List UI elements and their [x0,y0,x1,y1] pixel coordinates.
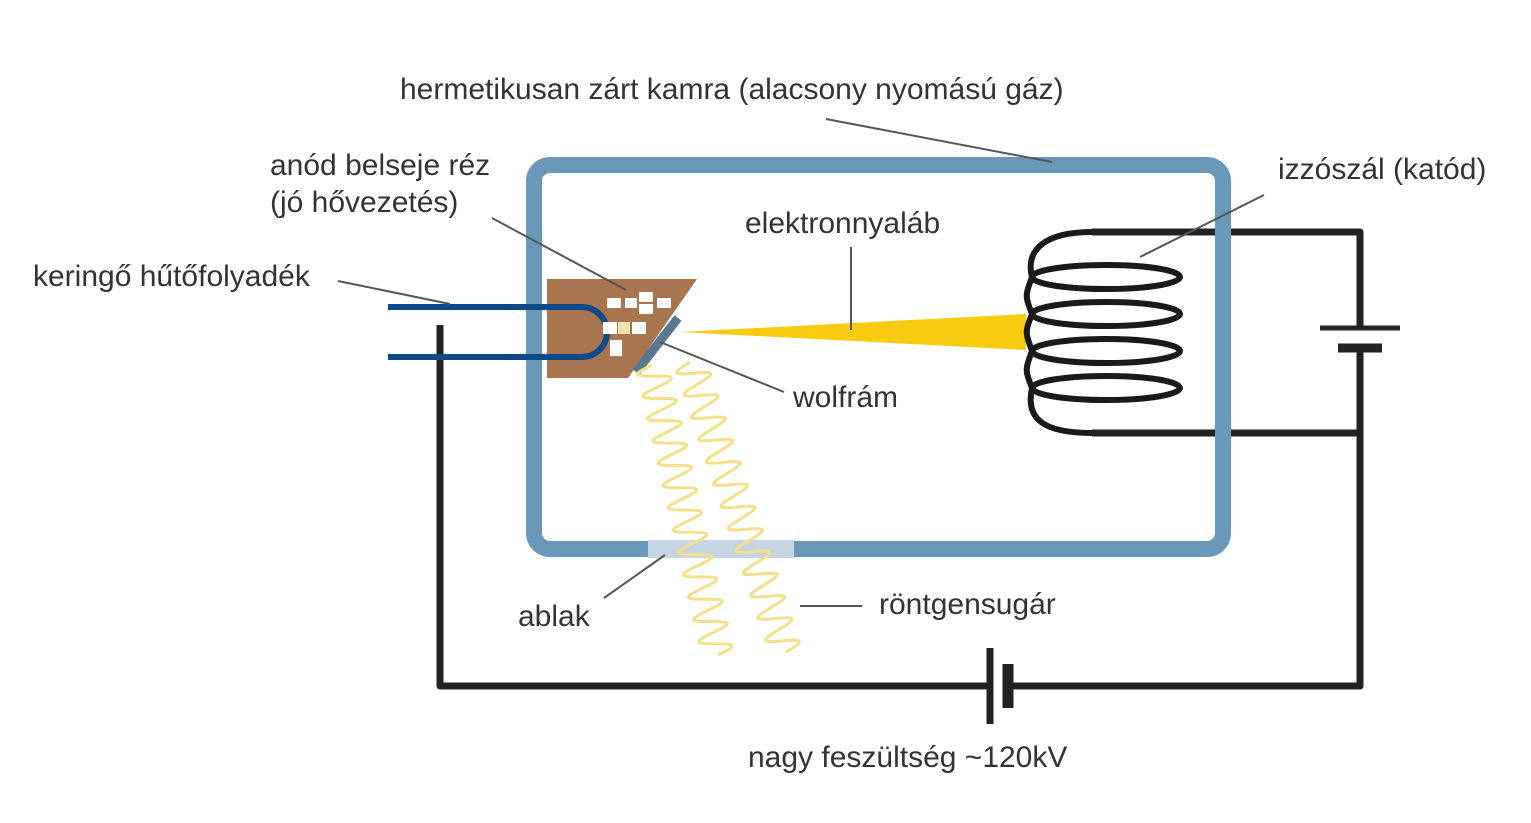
xray-waves [636,360,801,657]
xray-wave-right [675,360,801,654]
window-label: ablak [518,600,590,633]
xray-window [648,540,794,558]
tungsten-leader-line [659,341,785,393]
anode-label-line2: (jó hővezetés) [270,186,459,219]
filament-leader-line [1139,194,1265,258]
electron-beam [680,314,1026,350]
tungsten-target [632,315,682,375]
anode-artifacts [603,292,671,356]
anode-leader-line [491,217,627,291]
tungsten-label: wolfrám [793,381,899,414]
filament-label: izzószál (katód) [1278,153,1487,186]
filament-circuit-wire [1092,228,1364,437]
xray-label: röntgensugár [879,588,1056,621]
chamber-label: hermetikusan zárt kamra (alacsony nyomás… [400,73,1064,106]
coolant-label: keringő hűtőfolyadék [33,260,310,293]
beam-label: elektronnyaláb [745,207,941,240]
hv-circuit-wire [436,325,1364,690]
voltage-label: nagy feszültség ~120kV [748,741,1068,774]
window-leader-line [603,554,666,599]
filament-coil [1023,229,1183,436]
xray-wave-left [636,363,734,657]
anode-label-line1: anód belseje réz [270,149,491,182]
chamber-leader-line [825,118,1053,163]
coolant-leader-line [337,280,451,305]
